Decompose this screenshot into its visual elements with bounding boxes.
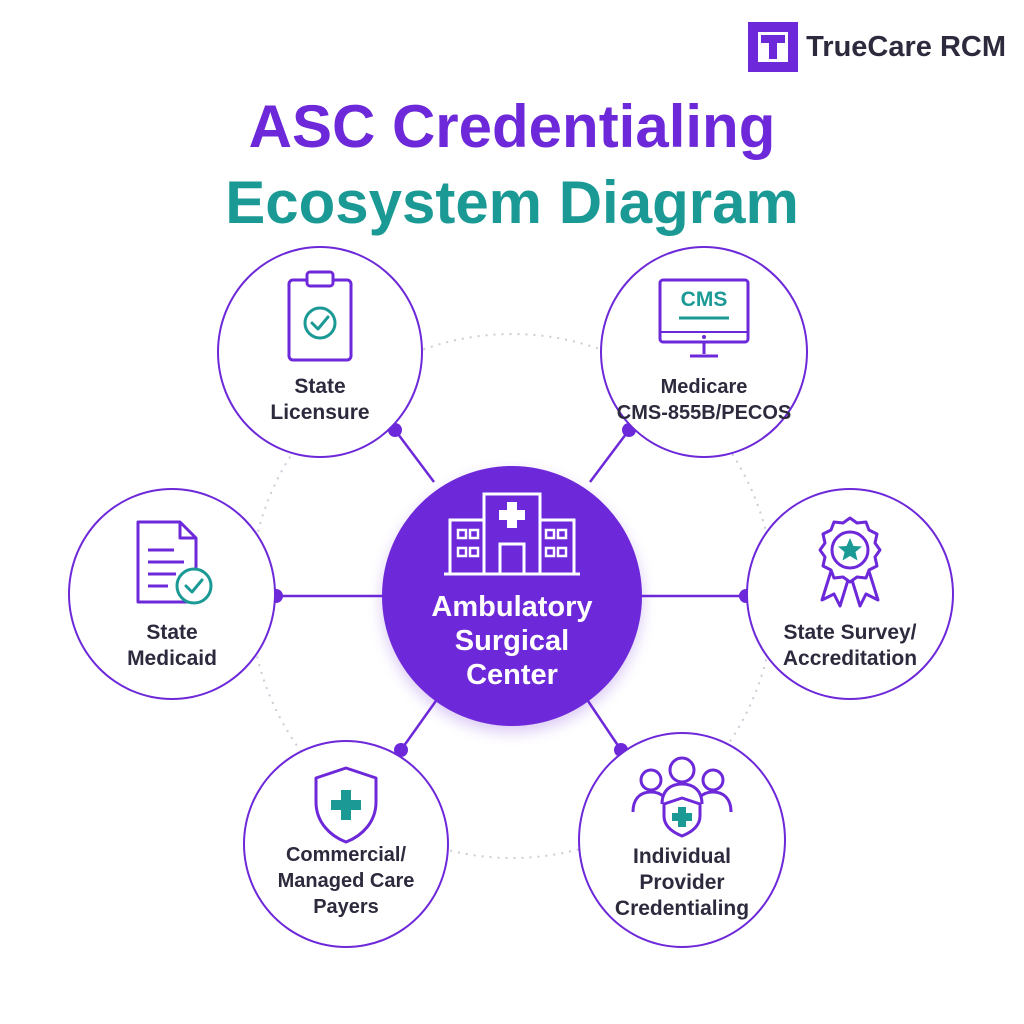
shield-plus-icon xyxy=(314,766,378,844)
connector-commercial xyxy=(399,697,440,751)
t-logo-icon xyxy=(748,22,799,72)
monitor-icon xyxy=(658,278,750,358)
brand-logo: TrueCare RCM xyxy=(748,22,1006,72)
node-state-licensure: State Licensure xyxy=(217,246,423,458)
node-label: Individual Provider Credentialing xyxy=(614,845,750,920)
document-check-icon xyxy=(136,520,213,605)
node-center-asc: Ambulatory Surgical Center xyxy=(382,466,642,726)
node-label: State Medicaid xyxy=(127,621,217,670)
node-label: State Survey/ Accreditation xyxy=(782,621,918,670)
node-label: Medicare CMS-855B/PECOS xyxy=(616,376,792,424)
page-title-line-1: ASC Credentialing xyxy=(248,93,776,160)
clipboard-check-icon xyxy=(287,270,353,362)
center-label: Ambulatory Surgical Center xyxy=(431,591,593,691)
page-title-line-2: Ecosystem Diagram xyxy=(225,169,799,236)
connector-individual xyxy=(584,697,623,751)
node-label: State Licensure xyxy=(270,375,370,424)
node-commercial-payers: Commercial/ Managed Care Payers xyxy=(243,740,449,948)
node-state-survey: State Survey/ Accreditation xyxy=(746,488,954,700)
monitor-screen-text: CMS xyxy=(680,288,728,311)
node-medicare: CMS Medicare CMS-855B/PECOS xyxy=(600,246,808,458)
people-group-icon xyxy=(631,756,733,838)
connector-state-licensure xyxy=(394,429,435,483)
node-state-medicaid: State Medicaid xyxy=(68,488,276,700)
award-ribbon-icon xyxy=(818,516,882,608)
node-individual-credentialing: Individual Provider Credentialing xyxy=(578,732,786,948)
node-label: Commercial/ Managed Care Payers xyxy=(277,844,415,918)
hospital-icon xyxy=(444,492,580,576)
brand-name: TrueCare RCM xyxy=(806,30,1006,63)
connector-medicare xyxy=(589,429,630,483)
